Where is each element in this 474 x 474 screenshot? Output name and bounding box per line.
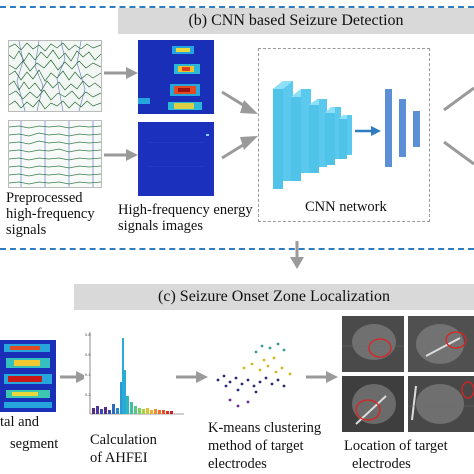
- energy-label-line1: High-frequency energy: [118, 202, 253, 218]
- calc-label-line1: Calculation: [90, 432, 157, 448]
- kmeans-label-line2: method of target: [208, 438, 304, 454]
- kmeans-label-line3: electrodes: [208, 456, 267, 472]
- energy-heatmap-normal: [138, 122, 214, 196]
- cnn-network-label: CNN network: [305, 199, 387, 215]
- section-b-banner: (b) CNN based Seizure Detection: [118, 8, 474, 34]
- location-label-line1: Location of target: [344, 438, 448, 454]
- segment-label-line2: segment: [10, 436, 59, 452]
- section-c-banner: (c) Seizure Onset Zone Localization: [74, 284, 474, 310]
- diagonal-arrow-icon: [221, 90, 258, 114]
- raw-eeg-image: [8, 40, 102, 112]
- down-arrow-icon: [290, 241, 304, 269]
- svg-text:0.4: 0.4: [85, 373, 91, 377]
- diagonal-arrow-icon: [443, 140, 474, 166]
- section-b-title: (b) CNN based Seizure Detection: [188, 12, 404, 29]
- energy-label-line2: signals images: [118, 218, 203, 234]
- right-arrow-icon: [306, 371, 338, 383]
- preprocessed-label-line2: high-frequency: [6, 206, 95, 222]
- svg-text:0.8: 0.8: [85, 333, 91, 337]
- preprocessed-label-line1: Preprocessed: [6, 190, 83, 206]
- cnn-network-box: CNN network: [258, 48, 430, 222]
- segment-label-line1: tal and: [0, 414, 40, 430]
- segment-heatmap-image: [0, 340, 56, 412]
- top-dashed-divider: [0, 6, 474, 8]
- kmeans-label-line1: K-means clustering: [208, 420, 322, 436]
- ct-location-grid: [340, 316, 474, 432]
- diagonal-arrow-icon: [443, 86, 474, 112]
- location-label-line2: electrodes: [352, 456, 411, 472]
- right-arrow-icon: [104, 67, 138, 79]
- calc-label-line2: of AHFEI: [90, 450, 148, 466]
- diagonal-arrow-icon: [221, 136, 258, 160]
- right-arrow-icon: [176, 371, 208, 383]
- svg-text:0.6: 0.6: [85, 353, 91, 357]
- middle-dashed-divider: [0, 248, 474, 250]
- section-c-title: (c) Seizure Onset Zone Localization: [158, 288, 390, 305]
- svg-text:0.2: 0.2: [85, 393, 91, 397]
- ahfei-chart-image: 0.8 0.6 0.4 0.2: [84, 330, 188, 422]
- energy-heatmap-seizure: [138, 40, 214, 114]
- right-arrow-icon: [104, 149, 138, 161]
- kmeans-scatter-image: [208, 340, 302, 414]
- preprocessed-signal-image: [8, 120, 102, 188]
- right-arrow-icon: [60, 371, 88, 383]
- preprocessed-label-line3: signals: [6, 222, 47, 238]
